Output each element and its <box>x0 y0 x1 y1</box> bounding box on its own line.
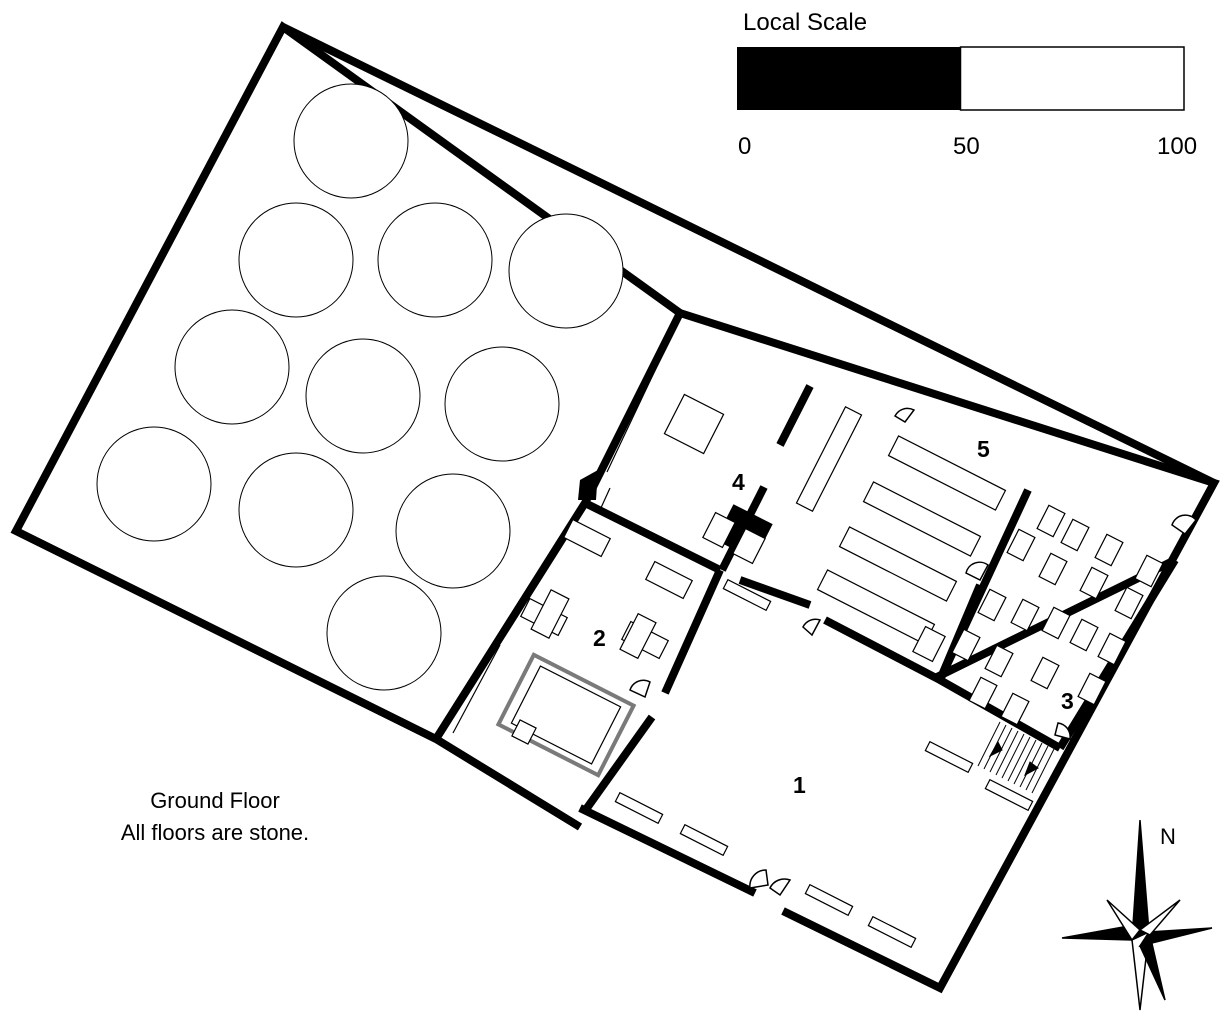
tree <box>293 83 409 199</box>
floor-material-note: All floors are stone. <box>120 820 310 845</box>
scale-title: Local Scale <box>743 9 868 36</box>
tree <box>395 473 511 589</box>
room-label-2: 2 <box>593 625 606 651</box>
bench <box>722 578 772 612</box>
room-label-5: 5 <box>977 436 990 462</box>
dormitory-beds <box>951 504 1164 726</box>
door <box>749 869 769 889</box>
desk <box>619 612 657 660</box>
tree <box>238 452 354 568</box>
door <box>1171 514 1197 536</box>
table <box>663 393 725 455</box>
bench <box>679 823 729 857</box>
stairs-arrow-icon <box>1024 761 1039 777</box>
door <box>769 878 792 897</box>
compass-north-label: N <box>1160 824 1176 849</box>
tree <box>326 575 442 691</box>
doors <box>629 407 1197 897</box>
rug <box>495 652 637 778</box>
furniture <box>452 344 1164 949</box>
compass-rose-icon <box>1061 819 1213 1011</box>
bench <box>887 435 1007 511</box>
door <box>965 561 989 581</box>
scale-tick-100: 100 <box>1157 133 1198 160</box>
pillow <box>511 719 537 745</box>
desk <box>644 560 694 600</box>
desk <box>530 589 570 639</box>
bench <box>838 526 958 602</box>
stairs <box>977 721 1055 794</box>
stairs-arrow-icon <box>988 740 1003 758</box>
tree <box>305 338 421 454</box>
scale-bar-empty <box>959 46 1185 111</box>
fixture <box>912 625 946 663</box>
bench <box>867 915 917 949</box>
scale-tick-0: 0 <box>738 133 752 160</box>
room-label-3: 3 <box>1061 688 1074 714</box>
desk <box>562 518 612 558</box>
scale-tick-50: 50 <box>953 133 980 160</box>
door <box>1054 722 1071 740</box>
door <box>802 618 822 637</box>
tree <box>96 426 212 542</box>
room-label-4: 4 <box>732 469 745 495</box>
tree <box>444 346 560 462</box>
door <box>894 407 916 423</box>
door <box>629 679 651 699</box>
scale-bar <box>737 46 1185 111</box>
bench <box>614 791 664 825</box>
fixture <box>732 527 766 565</box>
tree <box>174 309 290 425</box>
wall-block <box>578 470 598 500</box>
tree <box>377 202 493 318</box>
tree <box>238 202 354 318</box>
bench <box>924 740 974 774</box>
bench <box>862 481 982 557</box>
bed <box>510 665 622 765</box>
bench <box>804 883 854 917</box>
courtyard <box>10 21 1216 831</box>
tree-grove <box>96 83 624 691</box>
bench <box>984 778 1034 812</box>
scale-bar-filled <box>737 47 961 110</box>
fixture <box>702 511 736 549</box>
room-label-1: 1 <box>793 772 806 798</box>
tree <box>508 213 624 329</box>
bench <box>795 405 863 513</box>
floor-label: Ground Floor <box>150 788 280 813</box>
